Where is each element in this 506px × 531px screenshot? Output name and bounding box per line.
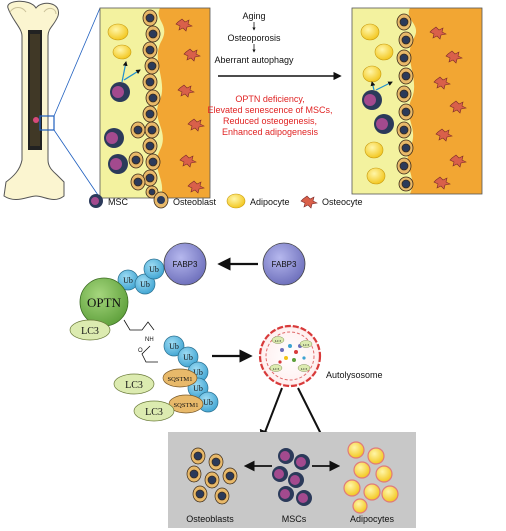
- process-text: Aging Osteoporosis Aberrant autophagy OP…: [207, 11, 342, 137]
- lc3-small-label-1: LC3: [275, 339, 281, 343]
- sqstm1-label-1: SQSTM1: [168, 376, 193, 383]
- legend-osteocyte-icon: [300, 195, 318, 209]
- femur-illustration: [3, 0, 65, 201]
- outcome-line-1: OPTN deficiency,: [235, 94, 304, 104]
- lc3-label-1: LC3: [81, 326, 99, 337]
- process-line-1: Aging: [242, 11, 265, 21]
- sqstm1-label-2: SQSTM1: [174, 402, 199, 409]
- autolysosome-contents: [278, 344, 306, 364]
- autolysosome: [258, 324, 322, 388]
- healthy-bone-panel: [99, 7, 211, 199]
- process-line-3: Aberrant autophagy: [214, 55, 294, 65]
- ub-label-3: Ub: [149, 265, 159, 274]
- legend-msc-label: MSC: [108, 197, 129, 207]
- mechanism-diagram: FABP3 Ub Ub Ub FABP3 OPTN LC3 NH O Ub Ub…: [69, 242, 383, 444]
- lc3-small-label-3: LC3: [273, 367, 279, 371]
- zoom-line-top: [53, 7, 101, 117]
- ub-label-4: Ub: [169, 342, 179, 351]
- differentiation-panel: Osteoblasts MSCs Adipocytes: [168, 432, 416, 528]
- lc3-3: [133, 400, 175, 422]
- o-label: O: [138, 348, 143, 354]
- fabp3-free: [262, 242, 306, 286]
- optn-label: OPTN: [87, 295, 122, 310]
- ub-label-1: Ub: [123, 276, 133, 285]
- zoom-line-bottom: [53, 129, 101, 199]
- lc3-label-2: LC3: [125, 380, 143, 391]
- ub-label-5: Ub: [183, 353, 193, 362]
- fabp3-free-label: FABP3: [272, 260, 297, 269]
- ub-label-7: Ub: [193, 384, 203, 393]
- sqstm1-1: [162, 368, 198, 388]
- outcome-line-2: Elevated senescence of MSCs,: [207, 105, 332, 115]
- legend-osteocyte-label: Osteocyte: [322, 197, 363, 207]
- lc3-optn: [69, 319, 111, 341]
- fabp3-bound: [163, 242, 207, 286]
- nh-label: NH: [145, 337, 154, 343]
- legend-adipocyte-icon: [226, 193, 246, 209]
- adipocytes-label: Adipocytes: [350, 514, 395, 524]
- mscs-label: MSCs: [282, 514, 307, 524]
- legend-adipocyte-label: Adipocyte: [250, 197, 290, 207]
- osteogenesis-arrow: [259, 387, 283, 443]
- adipogenesis-inhibition-line: [297, 387, 325, 441]
- legend: MSC Osteoblast Adipocyte Osteocyte: [89, 191, 363, 209]
- fabp3-bound-label: FABP3: [173, 260, 198, 269]
- lc3-label-3: LC3: [145, 407, 163, 418]
- ub-label-2: Ub: [140, 280, 150, 289]
- lc3-2: [113, 373, 155, 395]
- osteoporotic-bone-panel: [351, 7, 483, 195]
- outcome-line-4: Enhanced adipogenesis: [222, 127, 319, 137]
- lc3-small-label-2: LC3: [303, 343, 309, 347]
- lc3-small-label-4: LC3: [301, 367, 307, 371]
- osteoblasts-label: Osteoblasts: [186, 514, 234, 524]
- ub-label-8: Ub: [203, 398, 213, 407]
- legend-osteoblast-label: Osteoblast: [173, 197, 217, 207]
- outcome-line-3: Reduced osteogenesis,: [223, 116, 317, 126]
- process-line-2: Osteoporosis: [227, 33, 281, 43]
- ub-label-6: Ub: [193, 368, 203, 377]
- autolysosome-label: Autolysosome: [326, 370, 383, 380]
